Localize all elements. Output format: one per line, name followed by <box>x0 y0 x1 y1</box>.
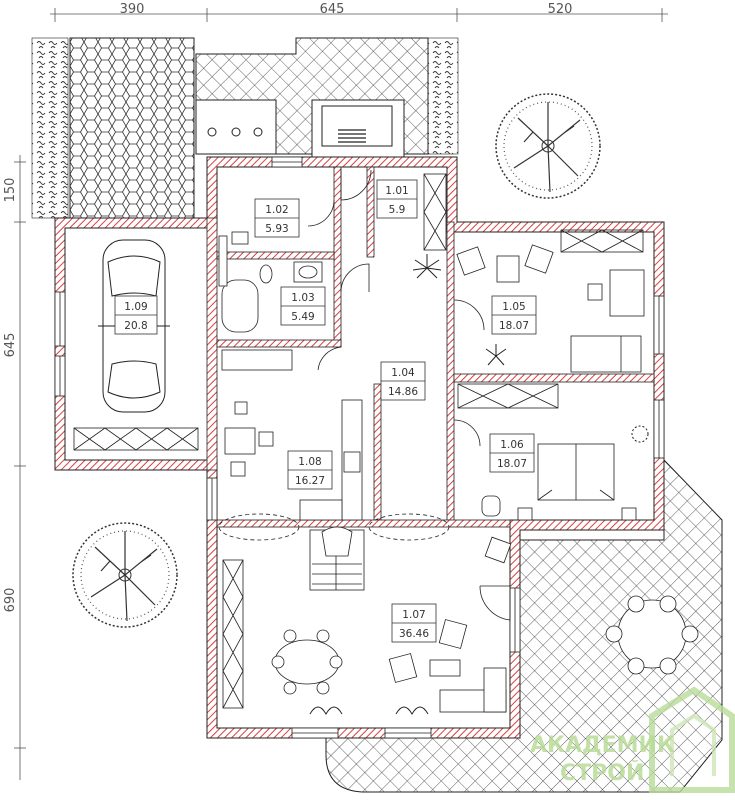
wardrobes <box>222 173 644 709</box>
room-id-101: 1.01 <box>385 185 408 197</box>
bathroom-fixtures <box>218 231 323 333</box>
porch-steps-grille <box>338 129 366 143</box>
room-id-103: 1.03 <box>291 292 314 304</box>
room-area-106: 18.07 <box>497 458 527 470</box>
left-dimension-line <box>14 155 26 780</box>
hedge-right <box>427 37 459 155</box>
arched-openings <box>218 513 450 541</box>
room-id-104: 1.04 <box>391 367 415 379</box>
dimension-left-1: 150 <box>3 178 18 203</box>
terrace-dining-set <box>605 595 699 675</box>
room-id-107: 1.07 <box>402 609 425 621</box>
room-id-106: 1.06 <box>500 439 524 451</box>
room-label-104: 1.04 14.86 <box>380 361 426 401</box>
dimension-left-2: 645 <box>3 333 18 358</box>
porch-steps <box>321 105 393 147</box>
watermark-line2: СТРОЙ <box>560 760 644 786</box>
driveway-paving <box>69 37 195 219</box>
interior-walls <box>206 166 655 528</box>
watermark-line1: АКАДЕМИК <box>530 733 675 758</box>
hedge-left <box>31 37 69 219</box>
room-label-107: 1.07 36.46 <box>391 603 437 643</box>
room-label-101: 1.01 5.9 <box>376 179 418 219</box>
top-dimension-line <box>50 8 668 22</box>
watermark-logo: АКАДЕМИК СТРОЙ <box>530 686 735 793</box>
dimension-top-2: 645 <box>320 2 345 17</box>
room-area-108: 16.27 <box>295 475 325 487</box>
room-area-105: 18.07 <box>499 320 529 332</box>
room-label-106: 1.06 18.07 <box>489 433 535 473</box>
kitchen-counter <box>221 349 363 521</box>
fireplace <box>309 526 365 591</box>
dimension-top-1: 390 <box>120 2 145 17</box>
indoor-plants <box>309 254 649 716</box>
room-id-105: 1.05 <box>502 301 525 313</box>
garage-shelf <box>73 427 199 451</box>
flower-pots <box>207 127 263 137</box>
windows <box>54 156 665 739</box>
room-area-103: 5.49 <box>291 311 314 323</box>
bedroom-105-furniture <box>456 244 645 373</box>
room-area-101: 5.9 <box>389 204 406 216</box>
room-area-109: 20.8 <box>124 320 147 332</box>
room-label-103: 1.03 5.49 <box>280 286 326 326</box>
living-room-furniture <box>271 536 512 713</box>
room-label-109: 1.09 20.8 <box>114 295 158 335</box>
tree-top-right <box>495 93 601 199</box>
garden-terrace <box>325 458 723 793</box>
doormat <box>195 99 277 155</box>
tree-bottom-left <box>72 522 178 628</box>
dimension-top-3: 520 <box>548 2 573 17</box>
room-id-108: 1.08 <box>298 456 321 468</box>
room-label-105: 1.05 18.07 <box>491 295 537 335</box>
room-id-102: 1.02 <box>265 204 288 216</box>
dimension-left-3: 690 <box>3 588 18 613</box>
room-area-102: 5.93 <box>265 223 288 235</box>
room-area-104: 14.86 <box>388 386 418 398</box>
room-label-102: 1.02 5.93 <box>254 198 300 238</box>
room-id-109: 1.09 <box>124 301 147 313</box>
room-label-108: 1.08 16.27 <box>287 450 333 490</box>
bedroom-106-furniture <box>481 443 637 521</box>
door-swings <box>307 169 511 621</box>
room-area-107: 36.46 <box>399 628 429 640</box>
